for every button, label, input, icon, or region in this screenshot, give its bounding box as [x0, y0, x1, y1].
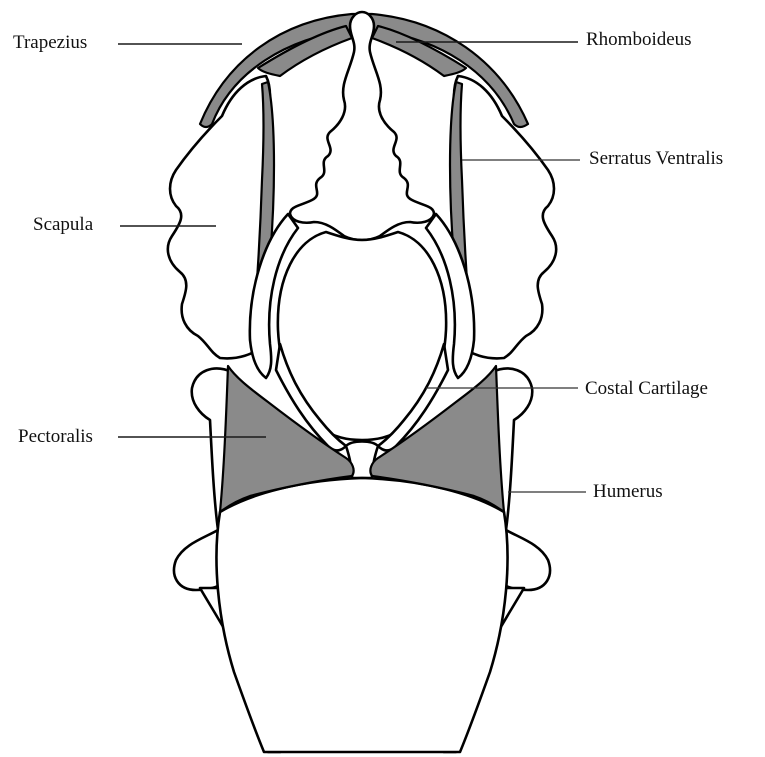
label-trapezius: Trapezius — [13, 32, 87, 54]
abdominal-outline — [216, 478, 507, 752]
label-scapula: Scapula — [33, 214, 93, 236]
label-humerus: Humerus — [593, 481, 663, 503]
label-serratus-ventralis: Serratus Ventralis — [589, 148, 723, 170]
label-costal-cartilage: Costal Cartilage — [585, 378, 708, 400]
label-pectoralis: Pectoralis — [18, 426, 93, 448]
label-rhomboideus: Rhomboideus — [586, 29, 692, 51]
